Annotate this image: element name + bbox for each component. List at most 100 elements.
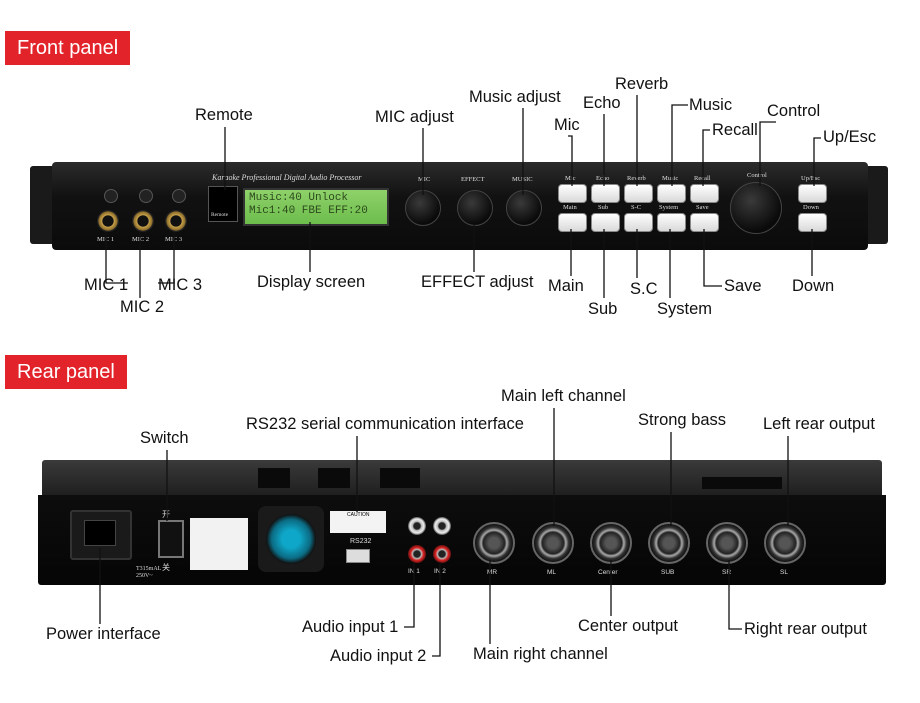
remote-sensor xyxy=(208,186,238,222)
callout-strong-bass: Strong bass xyxy=(638,411,727,429)
callout-mic: Mic xyxy=(554,116,580,134)
effect-adjust-knob[interactable] xyxy=(457,190,493,226)
mic-knob-label: MIC xyxy=(418,176,431,183)
sub-button[interactable] xyxy=(591,213,620,232)
remote-sensor-label: Remote xyxy=(211,212,229,218)
audio-input-2-jack[interactable] xyxy=(433,545,451,563)
callout-control: Control xyxy=(767,102,821,120)
callout-music: Music xyxy=(689,96,733,114)
fuse-label: T315mAL 250V~ xyxy=(136,566,162,579)
lcd-line-2: Mic1:40 FBE EFF:20 xyxy=(249,205,368,217)
callout-display-screen: Display screen xyxy=(257,273,366,291)
recall-button-label: Recall xyxy=(694,175,711,182)
callout-right-rear: Right rear output xyxy=(744,620,867,638)
rear-vent-4 xyxy=(702,477,782,489)
callout-center-output: Center output xyxy=(578,617,678,635)
system-button[interactable] xyxy=(657,213,686,232)
switch-off-label: 关 xyxy=(162,563,170,572)
system-button-label: System xyxy=(659,204,679,211)
recall-button[interactable] xyxy=(690,184,719,203)
effect-knob-label: EFFECT xyxy=(461,176,485,183)
caution-sticker xyxy=(330,511,386,533)
callout-down: Down xyxy=(792,277,835,295)
callout-audio-input-1: Audio input 1 xyxy=(302,618,399,636)
callout-upesc: Up/Esc xyxy=(823,128,877,146)
spec-sticker xyxy=(190,518,248,570)
mic-adjust-knob[interactable] xyxy=(405,190,441,226)
callout-save: Save xyxy=(724,277,762,295)
caution-label: CAUTION xyxy=(347,512,370,518)
xlr-center[interactable] xyxy=(590,522,632,564)
sub-button-label: Sub xyxy=(598,204,609,211)
main-button[interactable] xyxy=(558,213,587,232)
mr-label: MR xyxy=(487,569,498,576)
power-inlet-socket xyxy=(84,520,116,546)
callout-sc: S.C xyxy=(630,280,658,298)
mic1-jack[interactable] xyxy=(97,210,119,232)
echo-button[interactable] xyxy=(591,184,620,203)
down-button-label: Down xyxy=(803,204,819,211)
mic-button-label: Mic xyxy=(565,175,576,182)
mic1-level-knob[interactable] xyxy=(104,189,118,203)
upesc-button[interactable] xyxy=(798,184,827,203)
sc-button-label: S-C xyxy=(631,204,642,211)
rs232-port-label: RS232 xyxy=(350,538,372,545)
save-button-label: Save xyxy=(696,204,709,211)
power-switch[interactable] xyxy=(158,520,184,558)
cooling-fan-blade xyxy=(266,514,316,564)
callout-main: Main xyxy=(548,277,584,295)
callout-audio-input-2: Audio input 2 xyxy=(330,647,427,665)
device-title: Karaoke Professional Digital Audio Proce… xyxy=(212,173,362,182)
switch-on-label: 开 xyxy=(162,510,170,519)
audio-input-1-jack[interactable] xyxy=(408,545,426,563)
xlr-sub[interactable] xyxy=(648,522,690,564)
rca-top-right[interactable] xyxy=(433,517,451,535)
callout-reverb: Reverb xyxy=(615,75,669,93)
mic3-level-knob[interactable] xyxy=(172,189,186,203)
callout-echo: Echo xyxy=(583,94,621,112)
reverb-button[interactable] xyxy=(624,184,653,203)
callout-remote: Remote xyxy=(195,106,253,124)
rs232-port[interactable] xyxy=(346,549,370,563)
callout-effect-adjust: EFFECT adjust xyxy=(421,273,534,291)
echo-button-label: Echo xyxy=(596,175,610,182)
callout-mic2: MIC 2 xyxy=(120,298,165,316)
rca-top-left[interactable] xyxy=(408,517,426,535)
music-knob-label: MUSIC xyxy=(512,176,533,183)
callout-mic1: MIC 1 xyxy=(84,276,129,294)
control-wheel[interactable] xyxy=(730,182,782,234)
callout-mic3: MIC 3 xyxy=(158,276,203,294)
rear-vent-3 xyxy=(380,468,420,488)
xlr-surround-left[interactable] xyxy=(764,522,806,564)
rear-vent-2 xyxy=(318,468,350,488)
mic2-jack[interactable] xyxy=(132,210,154,232)
xlr-main-left[interactable] xyxy=(532,522,574,564)
callout-power: Power interface xyxy=(46,625,161,643)
callout-mic-adjust: MIC adjust xyxy=(375,108,454,126)
mic2-level-knob[interactable] xyxy=(139,189,153,203)
control-wheel-label: Control xyxy=(747,172,767,179)
mic3-jack[interactable] xyxy=(165,210,187,232)
xlr-main-right[interactable] xyxy=(473,522,515,564)
ml-label: ML xyxy=(547,569,557,576)
callout-main-right: Main right channel xyxy=(473,645,608,663)
callout-sub: Sub xyxy=(588,300,618,318)
sc-button[interactable] xyxy=(624,213,653,232)
rear-vent-1 xyxy=(258,468,290,488)
upesc-button-label: Up/Esc xyxy=(801,175,821,182)
callout-rs232: RS232 serial communication interface xyxy=(246,415,524,433)
center-label: Center xyxy=(598,569,618,576)
xlr-surround-right[interactable] xyxy=(706,522,748,564)
music-adjust-knob[interactable] xyxy=(506,190,542,226)
callout-left-rear: Left rear output xyxy=(763,415,875,433)
callout-recall: Recall xyxy=(712,121,758,139)
sr-label: SR xyxy=(722,569,732,576)
main-button-label: Main xyxy=(563,204,577,211)
rear-panel-tag: Rear panel xyxy=(5,355,127,389)
lcd-line-1: Music:40 Unlock xyxy=(249,192,349,204)
callout-main-left: Main left channel xyxy=(501,387,626,405)
display-screen: Music:40 Unlock Mic1:40 FBE EFF:20 xyxy=(243,188,389,226)
sl-label: SL xyxy=(780,569,788,576)
callout-switch: Switch xyxy=(140,429,189,447)
